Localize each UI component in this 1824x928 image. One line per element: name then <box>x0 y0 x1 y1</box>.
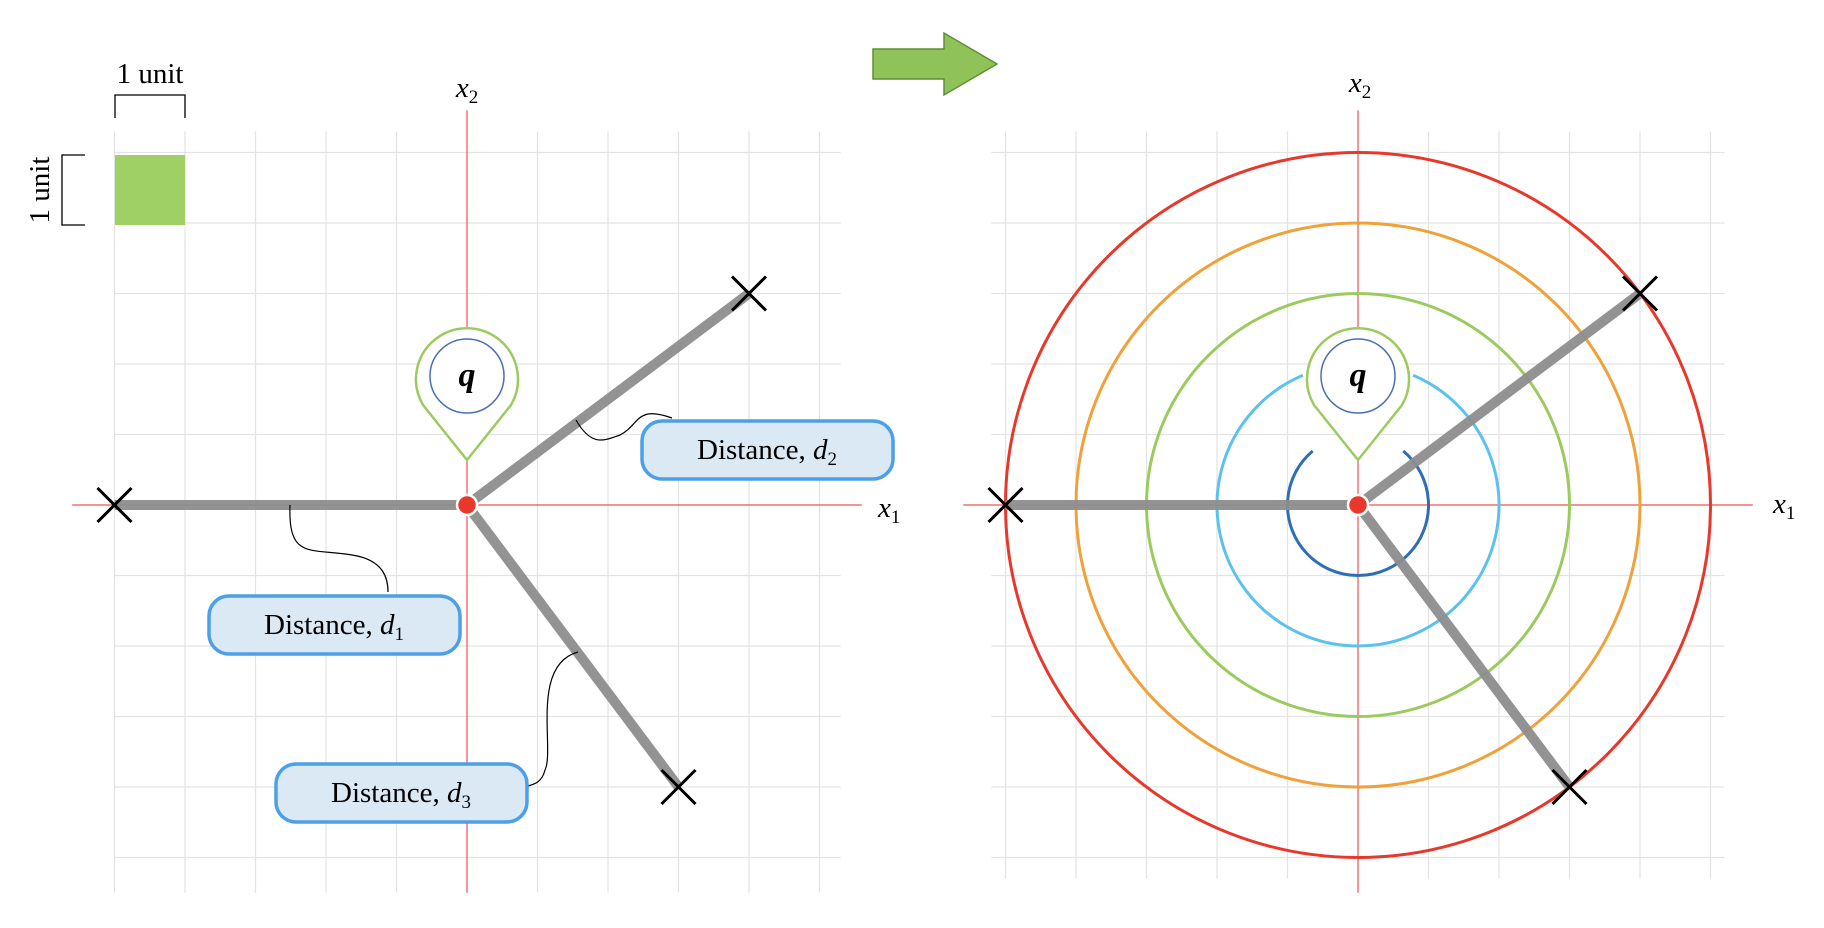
callout-d2-connector <box>575 413 673 441</box>
left-distance-lines <box>114 289 752 790</box>
right-point-cross-2 <box>1621 275 1659 312</box>
right-distance-line-2 <box>1355 289 1643 509</box>
left-point-cross-3 <box>660 768 697 806</box>
left-query-point <box>455 493 479 517</box>
right-axis-x1-label: x1 <box>1772 488 1795 524</box>
callout-d2: Distance, d2 <box>640 419 895 481</box>
right-axis-x2-label: x2 <box>1348 67 1371 103</box>
unit-square <box>115 155 185 225</box>
unit-label-horizontal: 1 unit <box>117 58 184 90</box>
callout-d1-text: Distance, d1 <box>264 609 404 645</box>
unit-label-vertical: 1 unit <box>24 157 56 224</box>
left-point-cross-2 <box>730 275 768 312</box>
distance-circle-2 <box>1215 373 1501 648</box>
left-query-label: q <box>459 357 476 394</box>
right-data-points <box>987 275 1659 806</box>
left-distance-line-2 <box>464 289 752 509</box>
left-point-cross-1 <box>96 486 133 524</box>
callout-d3: Distance, d3 <box>274 762 529 824</box>
left-data-points <box>96 275 768 806</box>
transition-arrow-icon <box>872 31 999 97</box>
right-point-cross-3 <box>1551 768 1588 806</box>
callout-d3-connector <box>527 651 579 787</box>
right-query-marker: q <box>1305 327 1411 462</box>
right-point-cross-1 <box>987 486 1024 524</box>
callout-d2-text: Distance, d2 <box>697 434 837 470</box>
left-axis-x2-label: x2 <box>455 72 478 108</box>
callout-d1: Distance, d1 <box>207 594 462 656</box>
callout-d3-text: Distance, d3 <box>331 777 471 813</box>
right-distance-line-3 <box>1354 502 1574 790</box>
unit-bracket-horizontal <box>114 94 186 118</box>
left-distance-line-3 <box>463 502 683 790</box>
right-distance-lines <box>1005 289 1643 790</box>
distance-circle-1 <box>1286 449 1430 577</box>
callout-d1-connector <box>289 504 389 593</box>
left-query-marker: q <box>414 327 520 462</box>
right-query-label: q <box>1350 357 1367 394</box>
unit-bracket-vertical <box>61 154 85 226</box>
right-query-point <box>1346 493 1370 517</box>
left-axis-x1-label: x1 <box>877 492 900 528</box>
